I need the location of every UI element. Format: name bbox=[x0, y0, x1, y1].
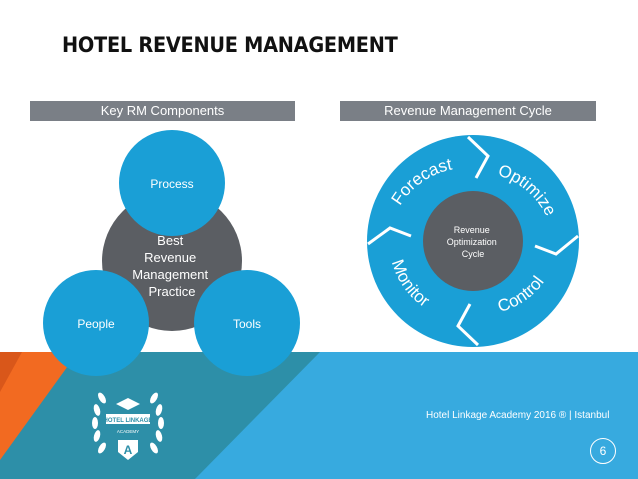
segment-dividers bbox=[367, 135, 579, 347]
center-line-4: Practice bbox=[149, 284, 196, 299]
dark-wedge bbox=[0, 352, 22, 392]
bottom-teal-band bbox=[0, 352, 320, 479]
logo-text: HOTEL LINKAGE bbox=[104, 418, 153, 424]
graduation-cap-icon bbox=[116, 398, 140, 410]
cycle-center-label: Revenue Optimization Cycle bbox=[447, 225, 500, 259]
process-label: Process bbox=[150, 177, 193, 191]
page-title: HOTEL REVENUE MANAGEMENT bbox=[62, 33, 398, 57]
logo-letter: A bbox=[124, 443, 133, 457]
cycle-center-line-2: Optimization bbox=[447, 237, 497, 247]
orange-wedge bbox=[0, 352, 78, 460]
right-section-heading: Revenue Management Cycle bbox=[340, 101, 596, 121]
center-line-1: Best bbox=[157, 233, 183, 248]
process-circle bbox=[119, 130, 225, 236]
cycle-center-line-3: Cycle bbox=[462, 249, 485, 259]
people-label: People bbox=[77, 317, 115, 331]
center-line-2: Revenue bbox=[144, 250, 196, 265]
page-number: 6 bbox=[590, 438, 616, 464]
footer-text: Hotel Linkage Academy 2016 ® | Istanbul bbox=[426, 410, 610, 421]
divider-bottom bbox=[456, 303, 480, 347]
tools-label: Tools bbox=[233, 317, 261, 331]
cycle-center-line-1: Revenue bbox=[454, 225, 490, 235]
center-line-3: Management bbox=[132, 267, 208, 282]
cycle-center bbox=[423, 191, 523, 291]
laurel-left bbox=[92, 392, 106, 454]
divider-left bbox=[367, 226, 412, 246]
logo-subtext: ACADEMY bbox=[117, 429, 139, 434]
center-label: Best Revenue Management Practice bbox=[132, 233, 212, 299]
divider-right bbox=[534, 234, 579, 256]
left-section-heading: Key RM Components bbox=[30, 101, 295, 121]
laurel-right bbox=[150, 392, 164, 454]
academy-logo: HOTEL LINKAGE ACADEMY A bbox=[92, 392, 164, 460]
people-circle bbox=[43, 270, 149, 376]
logo-shield-icon bbox=[118, 440, 138, 460]
tools-circle bbox=[194, 270, 300, 376]
divider-top bbox=[466, 135, 490, 179]
logo-banner bbox=[106, 414, 150, 424]
